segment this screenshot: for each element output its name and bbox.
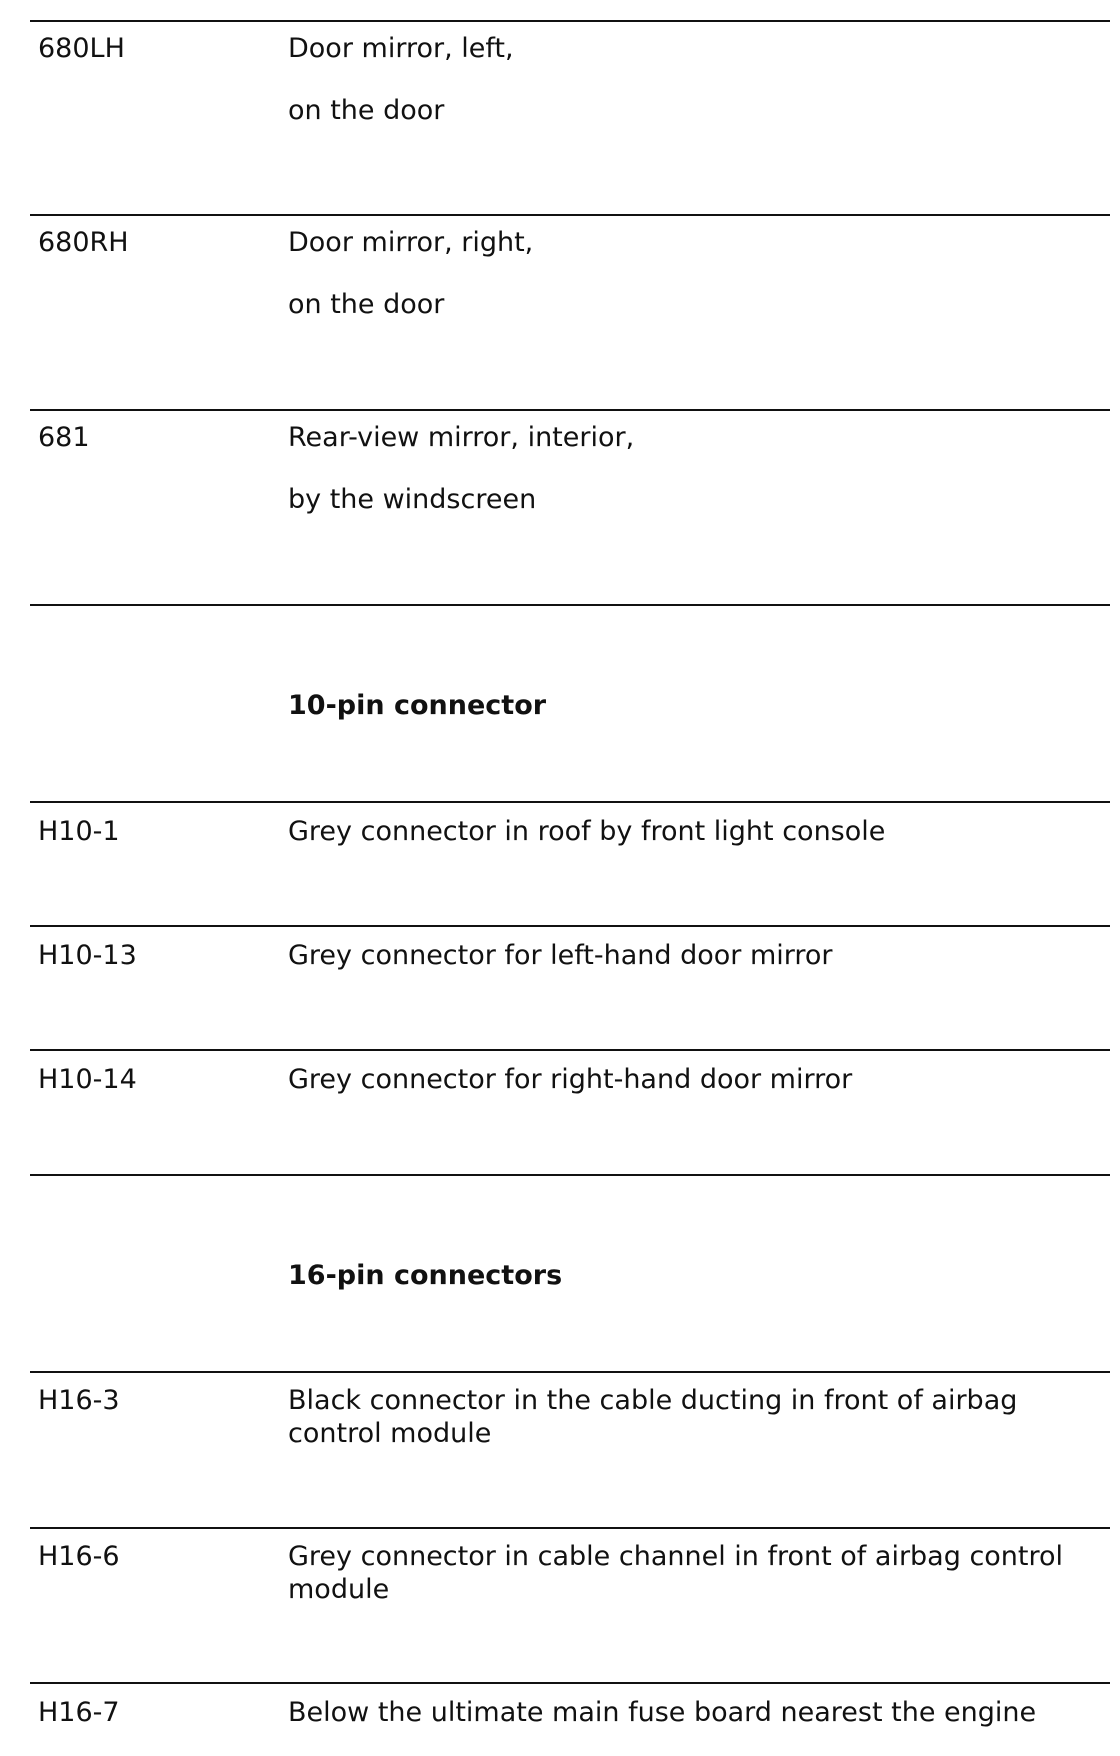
row-divider	[30, 409, 1110, 411]
section-heading-10-pin: 10-pin connector	[288, 690, 547, 721]
connector-description: Grey connector in cable channel in front…	[288, 1541, 1064, 1605]
component-location: on the door	[288, 95, 445, 126]
connector-description: Grey connector for left-hand door mirror	[288, 940, 833, 971]
component-location: on the door	[288, 289, 445, 320]
row-divider	[30, 1527, 1110, 1529]
section-heading-16-pin: 16-pin connectors	[288, 1260, 563, 1291]
connector-code: H16-6	[38, 1541, 120, 1572]
connector-code: H10-1	[38, 816, 120, 847]
component-description: Door mirror, left,	[288, 33, 514, 64]
connector-description: Grey connector in roof by front light co…	[288, 816, 886, 847]
row-divider	[30, 214, 1110, 216]
component-code: 680RH	[38, 227, 129, 258]
row-divider	[30, 1049, 1110, 1051]
connector-code: H10-14	[38, 1064, 137, 1095]
component-location: by the windscreen	[288, 484, 537, 515]
row-divider	[30, 1371, 1110, 1373]
connector-description: Below the ultimate main fuse board neare…	[288, 1697, 1037, 1728]
component-description: Rear-view mirror, interior,	[288, 422, 635, 453]
section-divider	[30, 604, 1110, 606]
component-code: 680LH	[38, 33, 125, 64]
component-description: Door mirror, right,	[288, 227, 534, 258]
connector-code: H10-13	[38, 940, 137, 971]
component-code: 681	[38, 422, 90, 453]
connector-description: Grey connector for right-hand door mirro…	[288, 1064, 853, 1095]
section-divider	[30, 1174, 1110, 1176]
row-divider	[30, 20, 1110, 22]
connector-code: H16-7	[38, 1697, 120, 1728]
row-divider	[30, 925, 1110, 927]
row-divider	[30, 1682, 1110, 1684]
connector-description: Black connector in the cable ducting in …	[288, 1385, 1018, 1449]
connector-code: H16-3	[38, 1385, 120, 1416]
row-divider	[30, 801, 1110, 803]
